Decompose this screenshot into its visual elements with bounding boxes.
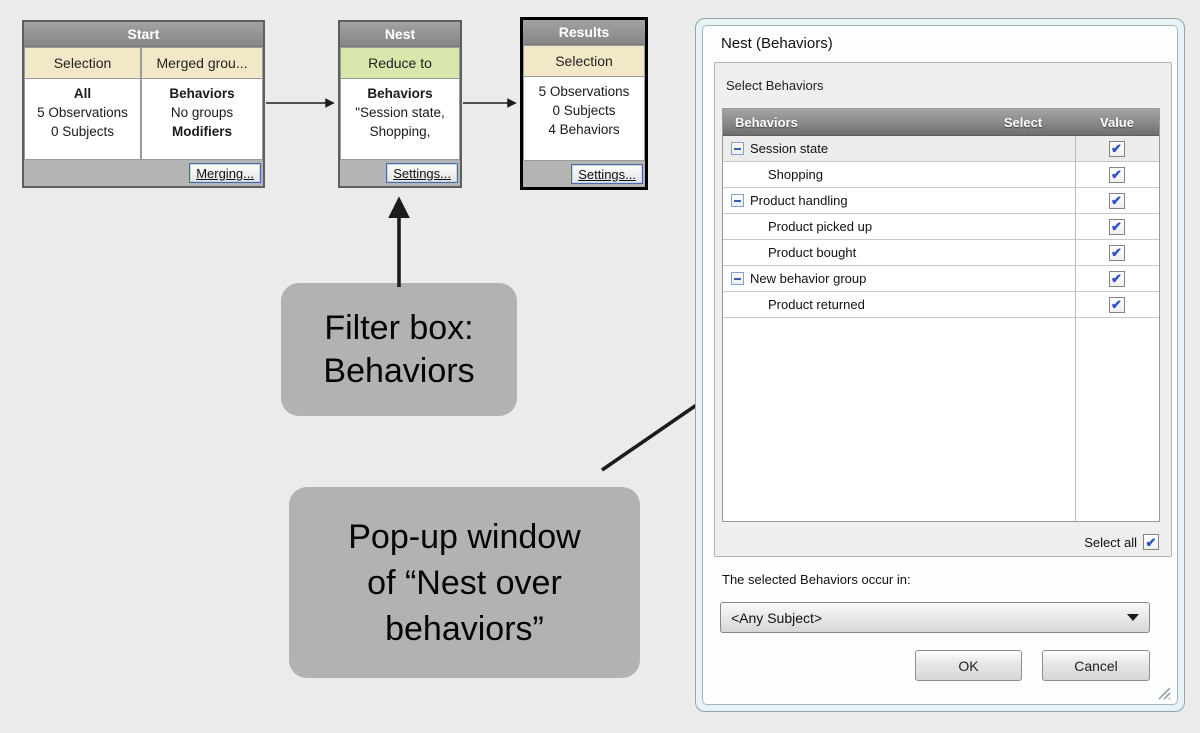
table-row-product-bought[interactable]: Product bought ✔: [723, 240, 1159, 266]
table-row-shopping[interactable]: Shopping ✔: [723, 162, 1159, 188]
check-icon: ✔: [1111, 193, 1122, 208]
results-footer: Settings...: [523, 161, 645, 187]
start-observations-count: 5 Observations: [37, 105, 128, 120]
results-title: Results: [523, 20, 645, 44]
dialog-inner: Nest (Behaviors) Select Behaviors Behavi…: [702, 25, 1178, 705]
nest-title: Nest: [340, 22, 460, 46]
ok-button[interactable]: OK: [915, 650, 1022, 681]
nest-settings-button[interactable]: Settings...: [386, 163, 458, 183]
start-selection-cell: All 5 Observations 0 Subjects: [24, 79, 141, 160]
check-icon: ✔: [1111, 141, 1122, 156]
column-header-behaviors: Behaviors: [735, 115, 798, 130]
resize-grip[interactable]: [1156, 685, 1171, 700]
column-header-value: Value: [1100, 115, 1134, 130]
flow-node-results[interactable]: Results Selection 5 Observations 0 Subje…: [520, 17, 648, 190]
select-behaviors-panel: Select Behaviors Behaviors Select Value …: [714, 62, 1172, 557]
row-checkbox[interactable]: ✔: [1108, 270, 1125, 287]
start-col-selection-header: Selection: [24, 47, 141, 79]
table-row-product-handling[interactable]: Product handling ✔: [723, 188, 1159, 214]
nest-line2: "Session state,: [355, 105, 445, 120]
callout-popup-window: Pop-up window of “Nest over behaviors”: [289, 487, 640, 678]
nest-line3: Shopping,: [369, 124, 431, 139]
collapse-icon[interactable]: [731, 194, 744, 207]
check-icon: ✔: [1111, 271, 1122, 286]
collapse-icon[interactable]: [731, 142, 744, 155]
start-merged-line3: Modifiers: [171, 124, 232, 139]
results-settings-button[interactable]: Settings...: [571, 164, 643, 184]
start-subjects-count: 0 Subjects: [50, 124, 115, 139]
start-headers: Selection Merged grou...: [24, 46, 263, 79]
table-row-session-state[interactable]: Session state ✔: [723, 136, 1159, 162]
select-all-checkbox[interactable]: ✔: [1143, 534, 1159, 550]
table-row-product-returned[interactable]: Product returned ✔: [723, 292, 1159, 318]
start-merged-cell: Behaviors No groups Modifiers: [141, 79, 263, 160]
results-selection-header: Selection: [523, 45, 645, 77]
row-checkbox[interactable]: ✔: [1108, 296, 1125, 313]
select-behaviors-label: Select Behaviors: [726, 78, 824, 93]
subject-dropdown-value: <Any Subject>: [731, 609, 823, 626]
table-row-new-behavior-group[interactable]: New behavior group ✔: [723, 266, 1159, 292]
merging-button[interactable]: Merging...: [189, 163, 261, 183]
row-checkbox[interactable]: ✔: [1108, 244, 1125, 261]
nest-reduce-to-header: Reduce to: [340, 47, 460, 79]
chevron-down-icon: [1127, 614, 1139, 621]
check-icon: ✔: [1111, 167, 1122, 182]
results-behaviors-count: 4 Behaviors: [548, 122, 620, 137]
row-checkbox[interactable]: ✔: [1108, 218, 1125, 235]
behaviors-table: Behaviors Select Value Session state ✔ S…: [722, 108, 1160, 522]
results-observations-count: 5 Observations: [538, 84, 630, 99]
callout-filter-box: Filter box: Behaviors: [281, 283, 517, 416]
table-row-product-picked-up[interactable]: Product picked up ✔: [723, 214, 1159, 240]
check-icon: ✔: [1111, 297, 1122, 312]
row-checkbox[interactable]: ✔: [1108, 166, 1125, 183]
row-checkbox[interactable]: ✔: [1108, 140, 1125, 157]
dialog-title: Nest (Behaviors): [721, 35, 833, 52]
flow-node-start[interactable]: Start Selection Merged grou... All 5 Obs…: [22, 20, 265, 188]
start-title: Start: [24, 22, 263, 46]
check-icon: ✔: [1111, 219, 1122, 234]
nest-content-cell: Behaviors "Session state, Shopping,: [340, 79, 460, 160]
check-icon: ✔: [1145, 534, 1157, 550]
subject-dropdown[interactable]: <Any Subject>: [720, 602, 1150, 633]
start-merged-line2: No groups: [170, 105, 234, 120]
check-icon: ✔: [1111, 245, 1122, 260]
nest-behaviors-dialog: Nest (Behaviors) Select Behaviors Behavi…: [695, 18, 1185, 712]
flow-node-nest[interactable]: Nest Reduce to Behaviors "Session state,…: [338, 20, 462, 188]
select-all-label: Select all: [1084, 534, 1137, 550]
behaviors-table-header: Behaviors Select Value: [723, 109, 1159, 136]
start-footer: Merging...: [24, 160, 263, 186]
start-col-merged-header: Merged grou...: [141, 47, 263, 79]
row-checkbox[interactable]: ✔: [1108, 192, 1125, 209]
cancel-button[interactable]: Cancel: [1042, 650, 1150, 681]
start-merged-line1: Behaviors: [169, 86, 235, 101]
collapse-icon[interactable]: [731, 272, 744, 285]
occur-in-label: The selected Behaviors occur in:: [722, 572, 911, 587]
results-content-cell: 5 Observations 0 Subjects 4 Behaviors: [523, 77, 645, 161]
results-subjects-count: 0 Subjects: [552, 103, 616, 118]
start-selection-value: All: [73, 86, 92, 101]
column-header-select: Select: [1003, 115, 1043, 130]
nest-footer: Settings...: [340, 160, 460, 186]
nest-line1: Behaviors: [367, 86, 433, 101]
